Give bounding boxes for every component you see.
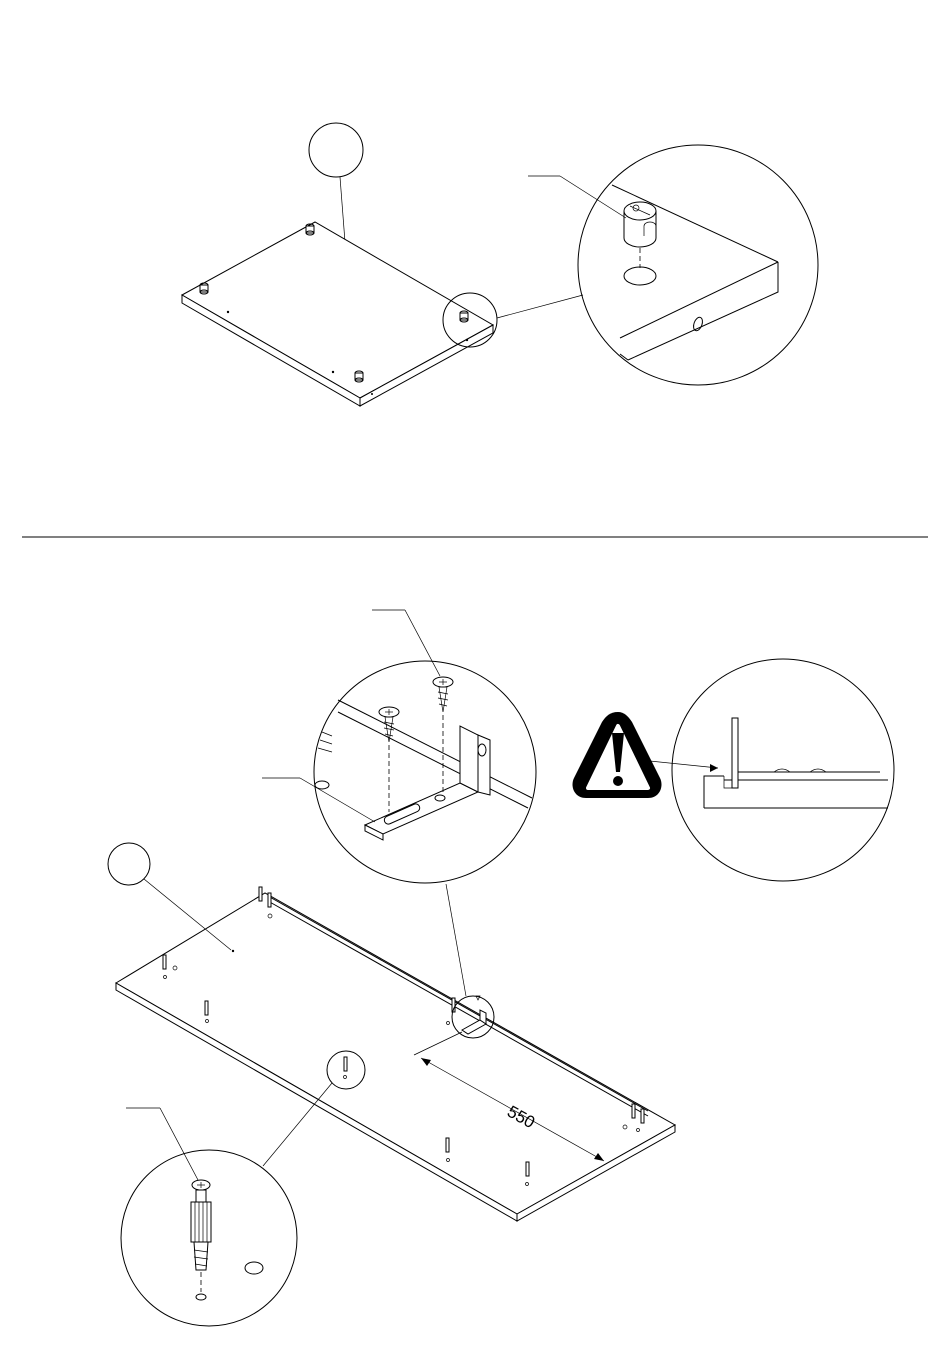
l-bracket-icon — [365, 726, 490, 840]
screw-icon — [433, 677, 453, 712]
bracket-callout — [262, 778, 375, 822]
cam-fitting-icon — [306, 224, 314, 235]
screw-icon — [379, 707, 399, 742]
main-panel-bottom — [116, 887, 675, 1221]
cam-fitting-icon — [460, 311, 468, 322]
detail-zoom-bracket — [314, 661, 536, 883]
cam-fitting-icon — [355, 371, 363, 382]
screw-callout — [372, 610, 440, 676]
detail-zoom-cam-lock — [578, 145, 818, 385]
dowel-callout — [126, 1108, 198, 1180]
step-top — [182, 123, 818, 406]
detail-zoom-alignment — [672, 659, 894, 881]
warning-sign — [573, 712, 662, 798]
side-panel-top — [182, 222, 493, 406]
cam-lock-icon — [624, 202, 656, 247]
step-bottom: 550 — [108, 610, 894, 1326]
detail-zoom-dowel — [121, 1150, 297, 1326]
dowel-screw-icon — [191, 1180, 211, 1270]
cam-fitting-icon — [200, 283, 208, 294]
